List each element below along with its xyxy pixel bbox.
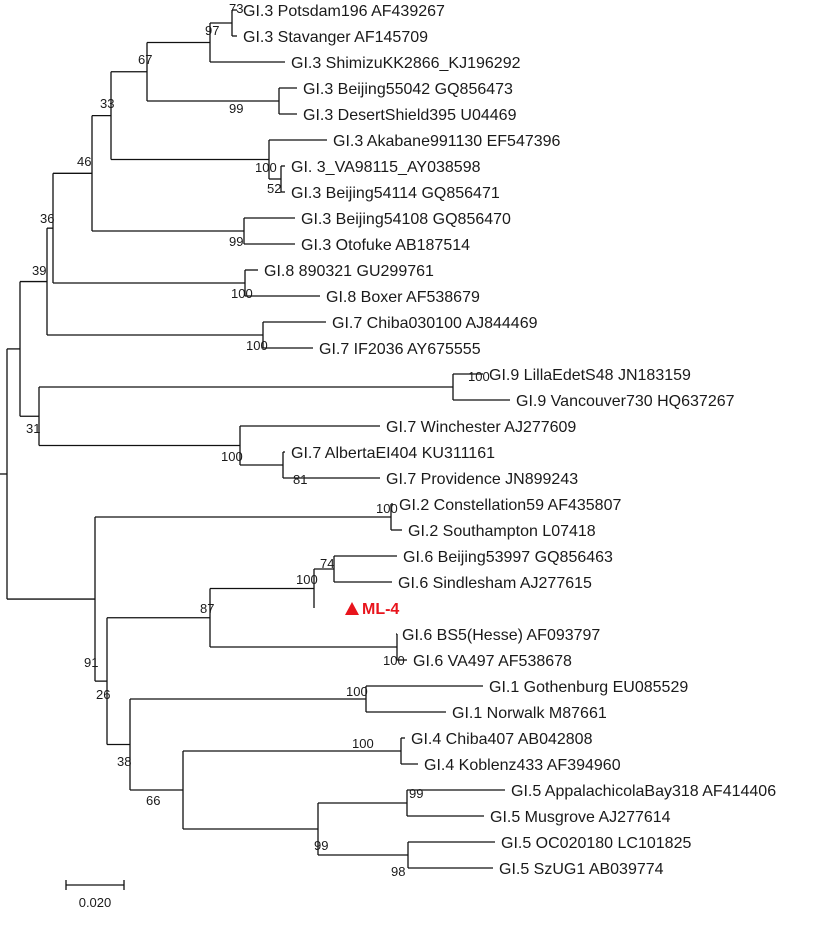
bootstrap-value: 100 [231, 286, 253, 301]
tip-label: GI.5 Musgrove AJ277614 [490, 809, 671, 826]
bootstrap-value: 98 [391, 864, 405, 879]
tip-label: GI.3 Stavanger AF145709 [243, 29, 428, 46]
tip-label: GI.9 LillaEdetS48 JN183159 [489, 367, 691, 384]
bootstrap-value: 100 [221, 449, 243, 464]
tip-label: GI.3 Potsdam196 AF439267 [243, 3, 445, 20]
tip-label: GI.7 Winchester AJ277609 [386, 419, 576, 436]
tip-label: GI.1 Gothenburg EU085529 [489, 679, 688, 696]
bootstrap-value: 66 [146, 793, 160, 808]
highlight-triangle-icon [345, 602, 359, 615]
tip-label: GI.9 Vancouver730 HQ637267 [516, 393, 735, 410]
bootstrap-value: 52 [267, 181, 281, 196]
tip-label: GI.5 AppalachicolaBay318 AF414406 [511, 783, 776, 800]
bootstrap-value: 100 [352, 736, 374, 751]
highlighted-sample-label: ML-4 [362, 601, 399, 618]
bootstrap-values: 73 97 67 99 33 100 52 46 99 36 100 39 100 100 31 100 81 1… [26, 1, 490, 879]
bootstrap-value: 100 [468, 369, 490, 384]
bootstrap-value: 81 [293, 472, 307, 487]
scale-bar-label: 0.020 [79, 895, 112, 910]
tip-label: GI.5 SzUG1 AB039774 [499, 861, 664, 878]
tip-label: GI.2 Southampton L07418 [408, 523, 596, 540]
tip-label: GI.8 Boxer AF538679 [326, 289, 480, 306]
bootstrap-value: 39 [32, 263, 46, 278]
bootstrap-value: 26 [96, 687, 110, 702]
bootstrap-value: 33 [100, 96, 114, 111]
bootstrap-value: 100 [346, 684, 368, 699]
tip-label: GI.7 AlbertaEI404 KU311161 [291, 445, 495, 462]
tip-label: GI.3 Beijing55042 GQ856473 [303, 81, 513, 98]
tip-label: GI.3 ShimizuKK2866_KJ196292 [291, 55, 521, 72]
bootstrap-value: 100 [376, 501, 398, 516]
bootstrap-value: 100 [255, 160, 277, 175]
tip-label: GI.3 Beijing54108 GQ856470 [301, 211, 511, 228]
bootstrap-value: 99 [229, 234, 243, 249]
bootstrap-value: 38 [117, 754, 131, 769]
bootstrap-value: 67 [138, 52, 152, 67]
tip-label: GI.7 IF2036 AY675555 [319, 341, 481, 358]
bootstrap-value: 74 [320, 556, 334, 571]
bootstrap-value: 36 [40, 211, 54, 226]
tip-label: GI.6 Beijing53997 GQ856463 [403, 549, 613, 566]
bootstrap-value: 73 [229, 1, 243, 16]
scale-bar: 0.020 [65, 880, 125, 910]
tip-label: GI.3 Akabane991130 EF547396 [333, 133, 561, 150]
tip-label: GI.5 OC020180 LC101825 [501, 835, 691, 852]
bootstrap-value: 99 [229, 101, 243, 116]
tip-label: GI.6 VA497 AF538678 [413, 653, 572, 670]
bootstrap-value: 97 [205, 23, 219, 38]
bootstrap-value: 87 [200, 601, 214, 616]
tip-label: GI.1 Norwalk M87661 [452, 705, 607, 722]
tip-label: GI.4 Koblenz433 AF394960 [424, 757, 621, 774]
tip-label: GI.3 Beijing54114 GQ856471 [291, 185, 500, 202]
bootstrap-value: 46 [77, 154, 91, 169]
bootstrap-value: 100 [296, 572, 318, 587]
tip-label: GI.2 Constellation59 AF435807 [399, 497, 621, 514]
tip-label: GI.3 DesertShield395 U04469 [303, 107, 517, 124]
tip-label: GI.8 890321 GU299761 [264, 263, 434, 280]
tree-branches [0, 9, 510, 869]
bootstrap-value: 91 [84, 655, 98, 670]
tip-label: GI.4 Chiba407 AB042808 [411, 731, 593, 748]
tip-label: GI. 3_VA98115_AY038598 [291, 159, 481, 176]
tip-label: GI.7 Chiba030100 AJ844469 [332, 315, 538, 332]
tip-label: GI.7 Providence JN899243 [386, 471, 578, 488]
bootstrap-value: 99 [314, 838, 328, 853]
bootstrap-value: 99 [409, 786, 423, 801]
bootstrap-value: 31 [26, 421, 40, 436]
tip-label: GI.6 BS5(Hesse) AF093797 [402, 627, 600, 644]
tip-label: GI.6 Sindlesham AJ277615 [398, 575, 592, 592]
tip-label: GI.3 Otofuke AB187514 [301, 237, 470, 254]
bootstrap-value: 100 [383, 653, 405, 668]
bootstrap-value: 100 [246, 338, 268, 353]
